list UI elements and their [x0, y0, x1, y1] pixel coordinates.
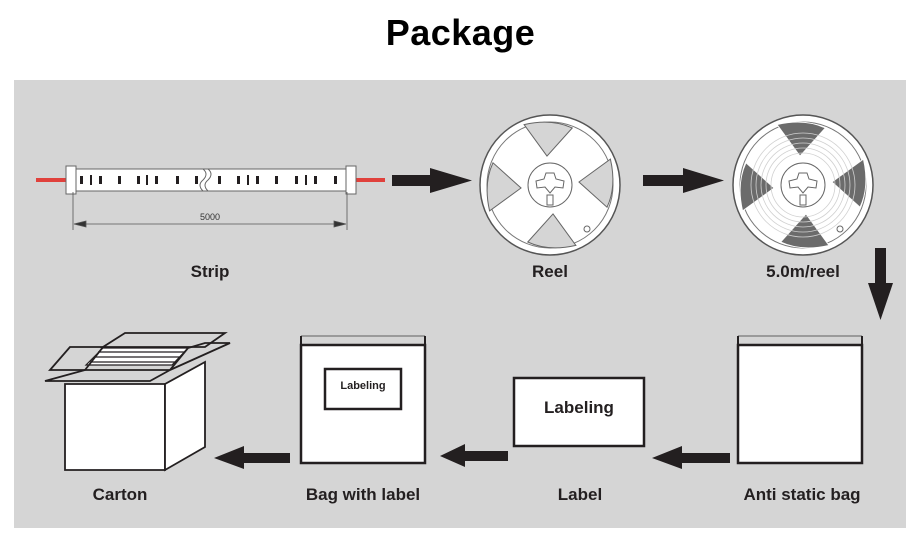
- end-cap-right: [345, 165, 357, 195]
- dimension-label: 5000: [200, 212, 220, 222]
- page-title: Package: [385, 12, 536, 53]
- bag-label-text: Labeling: [340, 380, 386, 392]
- caption-label: Label: [557, 485, 603, 504]
- arrow-left-icon: [652, 446, 730, 469]
- caption-anti-static-bag: Anti static bag: [743, 485, 861, 504]
- label-icon: [512, 376, 646, 448]
- caption-bag-with-label: Bag with label: [305, 485, 421, 504]
- caption-strip: Strip: [190, 262, 230, 281]
- arrow-left-icon: [440, 444, 508, 467]
- anti-static-bag-icon: [736, 335, 864, 465]
- bag-with-label-icon: [299, 335, 427, 465]
- dimension-line: [72, 192, 348, 230]
- arrow-right-icon: [643, 168, 724, 193]
- led-chips: [80, 175, 337, 185]
- carton-icon: [44, 332, 231, 472]
- filled-reel-icon: [732, 114, 874, 256]
- strip-break-mark: [199, 168, 207, 192]
- caption-reel: Reel: [532, 262, 568, 281]
- arrow-right-icon: [392, 168, 472, 193]
- arrow-left-icon: [214, 446, 290, 469]
- label-box-text: Labeling: [544, 398, 614, 417]
- caption-filled-reel: 5.0m/reel: [766, 262, 840, 281]
- empty-reel-icon: [479, 114, 621, 256]
- arrow-down-icon: [868, 248, 893, 320]
- caption-carton: Carton: [92, 485, 148, 504]
- end-cap-left: [65, 165, 77, 195]
- led-strip-icon: [36, 165, 385, 230]
